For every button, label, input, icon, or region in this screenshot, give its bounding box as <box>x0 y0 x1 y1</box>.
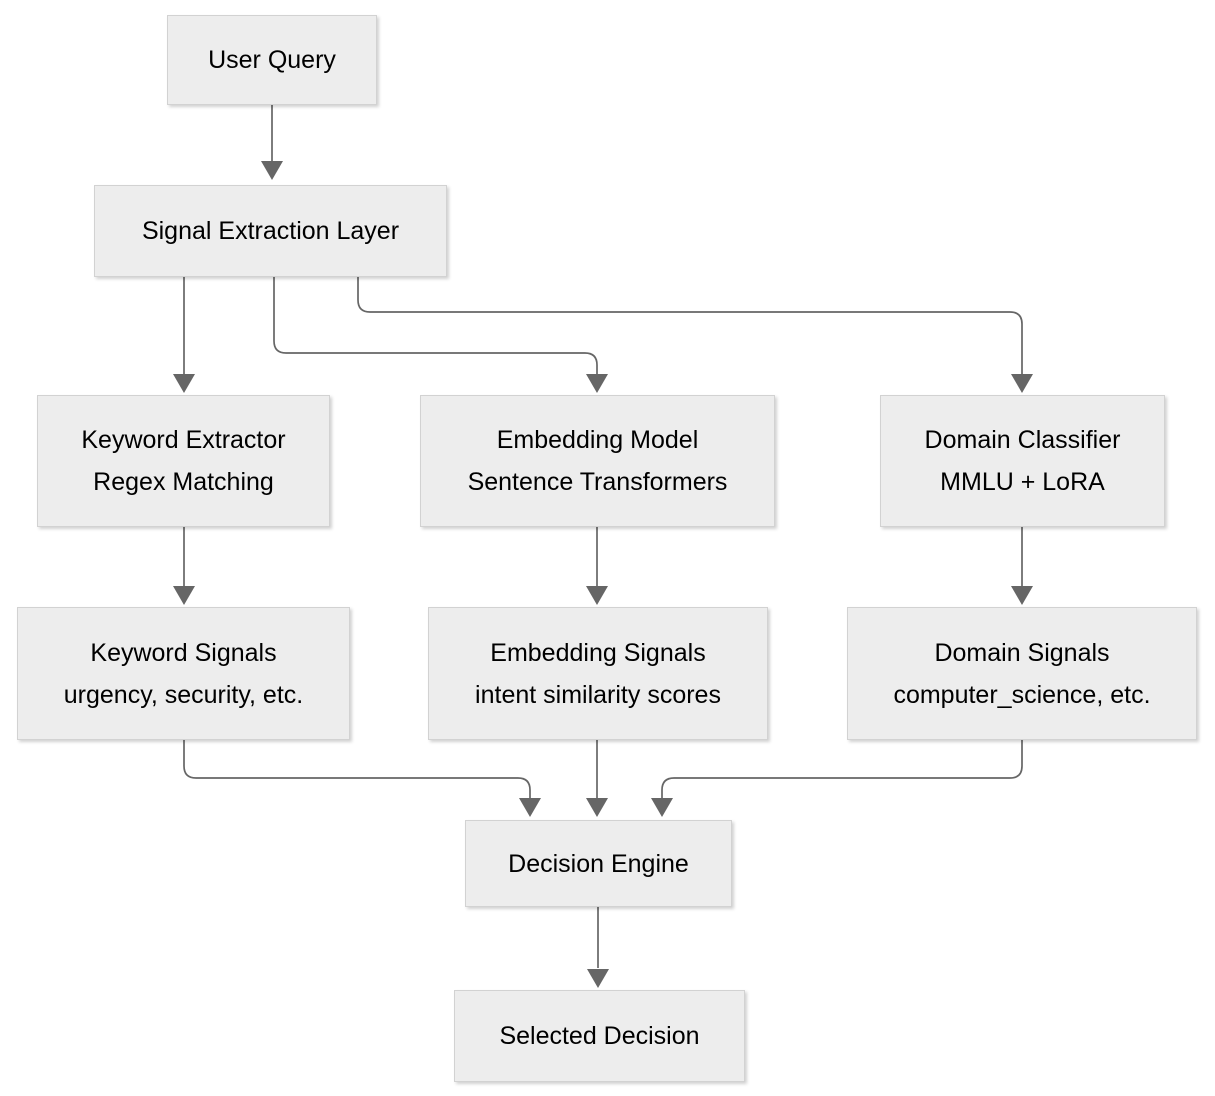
node-embedding-model-subtitle: Sentence Transformers <box>467 468 728 496</box>
node-keyword-signals-title: Keyword Signals <box>90 638 277 667</box>
node-domain-classifier-subtitle: MMLU + LoRA <box>940 468 1105 496</box>
node-decision-engine: Decision Engine <box>465 820 732 907</box>
arrowhead-icon <box>651 798 673 817</box>
node-signal-extraction-layer: Signal Extraction Layer <box>94 185 447 277</box>
node-embedding-model: Embedding Model Sentence Transformers <box>420 395 775 527</box>
arrowhead-icon <box>173 586 195 605</box>
node-keyword-signals: Keyword Signals urgency, security, etc. <box>17 607 350 740</box>
arrowhead-icon <box>519 798 541 817</box>
edge-domain-signals-to-decision-engine <box>661 740 1023 798</box>
node-selected-decision-label: Selected Decision <box>499 1022 700 1050</box>
node-embedding-signals-subtitle: intent similarity scores <box>475 680 721 709</box>
arrowhead-icon <box>1011 586 1033 605</box>
arrowhead-icon <box>586 586 608 605</box>
arrowhead-icon <box>261 161 283 180</box>
node-decision-engine-label: Decision Engine <box>508 849 689 878</box>
node-domain-classifier: Domain Classifier MMLU + LoRA <box>880 395 1165 527</box>
node-embedding-signals: Embedding Signals intent similarity scor… <box>428 607 768 740</box>
edge-signal-extraction-to-domain-classifier <box>357 277 1023 374</box>
node-domain-signals: Domain Signals computer_science, etc. <box>847 607 1197 740</box>
edge-signal-extraction-to-embedding-model <box>273 277 598 374</box>
arrowhead-icon <box>587 969 609 988</box>
node-selected-decision: Selected Decision <box>454 990 745 1082</box>
node-embedding-signals-title: Embedding Signals <box>490 638 706 667</box>
node-signal-extraction-layer-label: Signal Extraction Layer <box>141 217 400 245</box>
node-keyword-extractor-subtitle: Regex Matching <box>93 468 274 496</box>
node-keyword-extractor: Keyword Extractor Regex Matching <box>37 395 330 527</box>
arrowhead-icon <box>586 374 608 393</box>
edge-keyword-signals-to-decision-engine <box>183 740 531 798</box>
node-keyword-extractor-title: Keyword Extractor <box>81 426 286 454</box>
node-domain-classifier-title: Domain Classifier <box>924 426 1121 454</box>
node-domain-signals-title: Domain Signals <box>934 638 1110 667</box>
arrowhead-icon <box>586 798 608 817</box>
arrowhead-icon <box>1011 374 1033 393</box>
node-keyword-signals-subtitle: urgency, security, etc. <box>63 680 304 709</box>
arrowhead-icon <box>173 374 195 393</box>
node-user-query-label: User Query <box>208 46 336 74</box>
node-domain-signals-subtitle: computer_science, etc. <box>893 680 1151 709</box>
node-user-query: User Query <box>167 15 377 105</box>
node-embedding-model-title: Embedding Model <box>496 426 699 454</box>
